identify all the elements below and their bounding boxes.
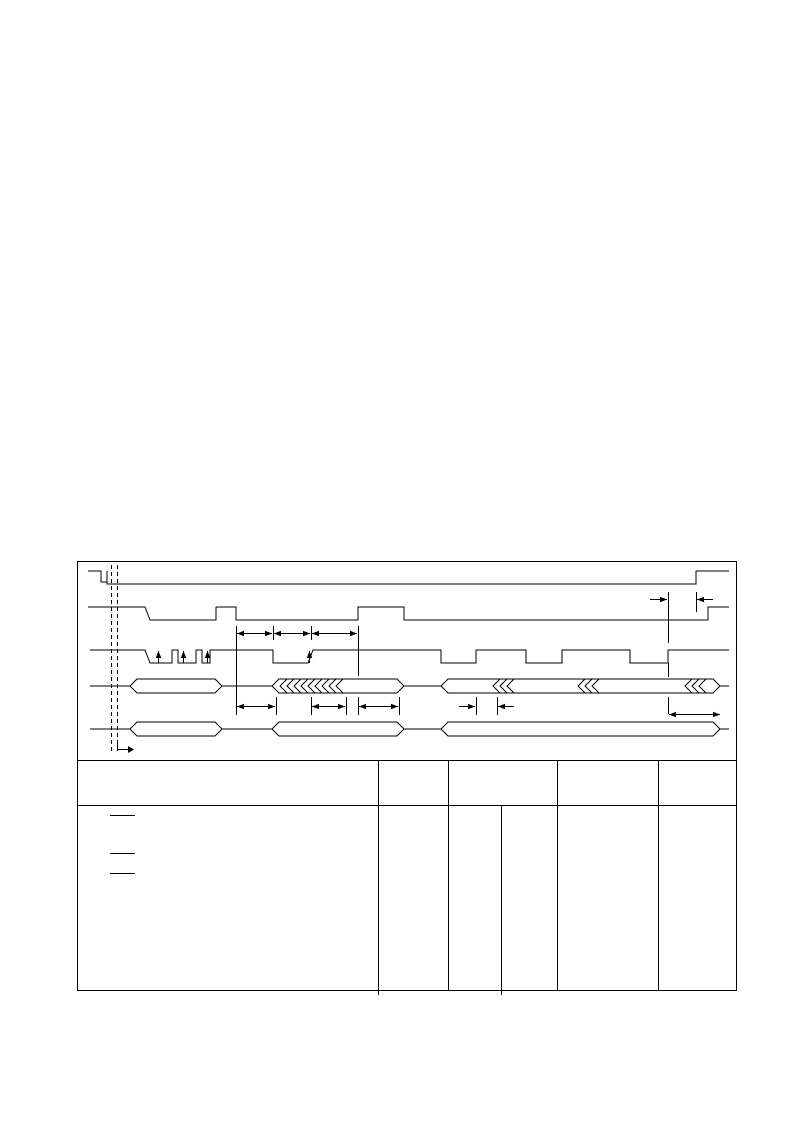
signal-4-transition-marks — [279, 678, 707, 694]
signal-3-waveform — [90, 649, 729, 664]
timing-dimensions-outside — [459, 596, 713, 710]
signal-5-data-segment-1 — [129, 721, 223, 737]
signal-4-data-segment-1 — [129, 678, 223, 694]
signal-1-waveform — [88, 570, 729, 585]
start-delay-arrow-line — [117, 742, 130, 750]
signal-2-waveform — [88, 606, 729, 621]
signal-4-data-segment-3 — [440, 678, 721, 694]
start-delay-arrowhead — [128, 746, 134, 753]
figure-frame — [77, 561, 737, 991]
table-overline-marks — [110, 815, 135, 874]
signal-5-data-segment-2 — [271, 721, 405, 737]
timing-reference-ticks — [236, 592, 697, 715]
signal-5-data-segment-3 — [440, 721, 721, 737]
table-column-dividers — [378, 760, 659, 995]
timing-dimensions-lower — [237, 703, 720, 718]
sampling-arrows — [155, 651, 313, 663]
